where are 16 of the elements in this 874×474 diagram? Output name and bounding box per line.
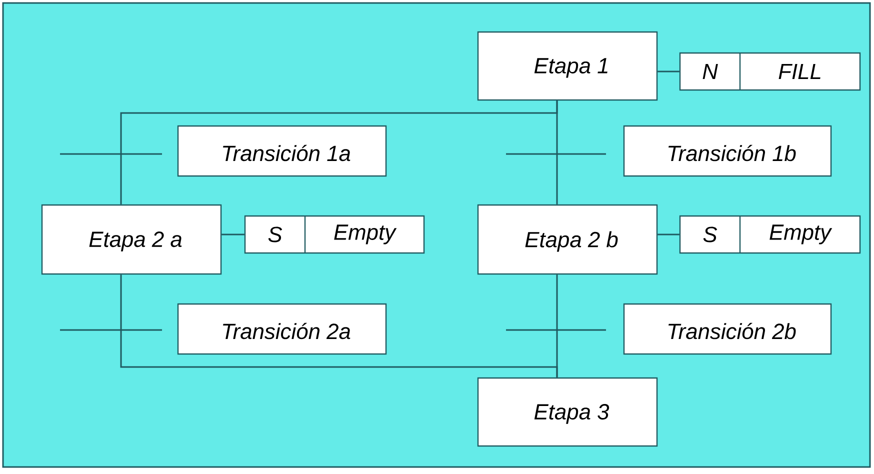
connector-line: [658, 70, 680, 72]
step-box: Etapa 2 a: [41, 204, 222, 275]
transition-label: Transición 1b: [623, 125, 832, 177]
action-box: N FILL: [679, 52, 861, 91]
step-box: Etapa 2 b: [477, 204, 658, 275]
step-box: Etapa 1: [477, 31, 658, 101]
transition-label: Transición 1a: [177, 125, 387, 177]
action-box: S Empty: [679, 215, 861, 254]
step-box: Etapa 3: [477, 377, 658, 447]
connector-line: [556, 100, 558, 204]
connector-line: [556, 274, 558, 378]
connector-line: [222, 234, 244, 236]
connector-line: [658, 234, 680, 236]
transition-label: Transición 2b: [623, 303, 832, 355]
action-box: S Empty: [244, 215, 425, 254]
transition-label: Transición 2a: [177, 303, 387, 355]
